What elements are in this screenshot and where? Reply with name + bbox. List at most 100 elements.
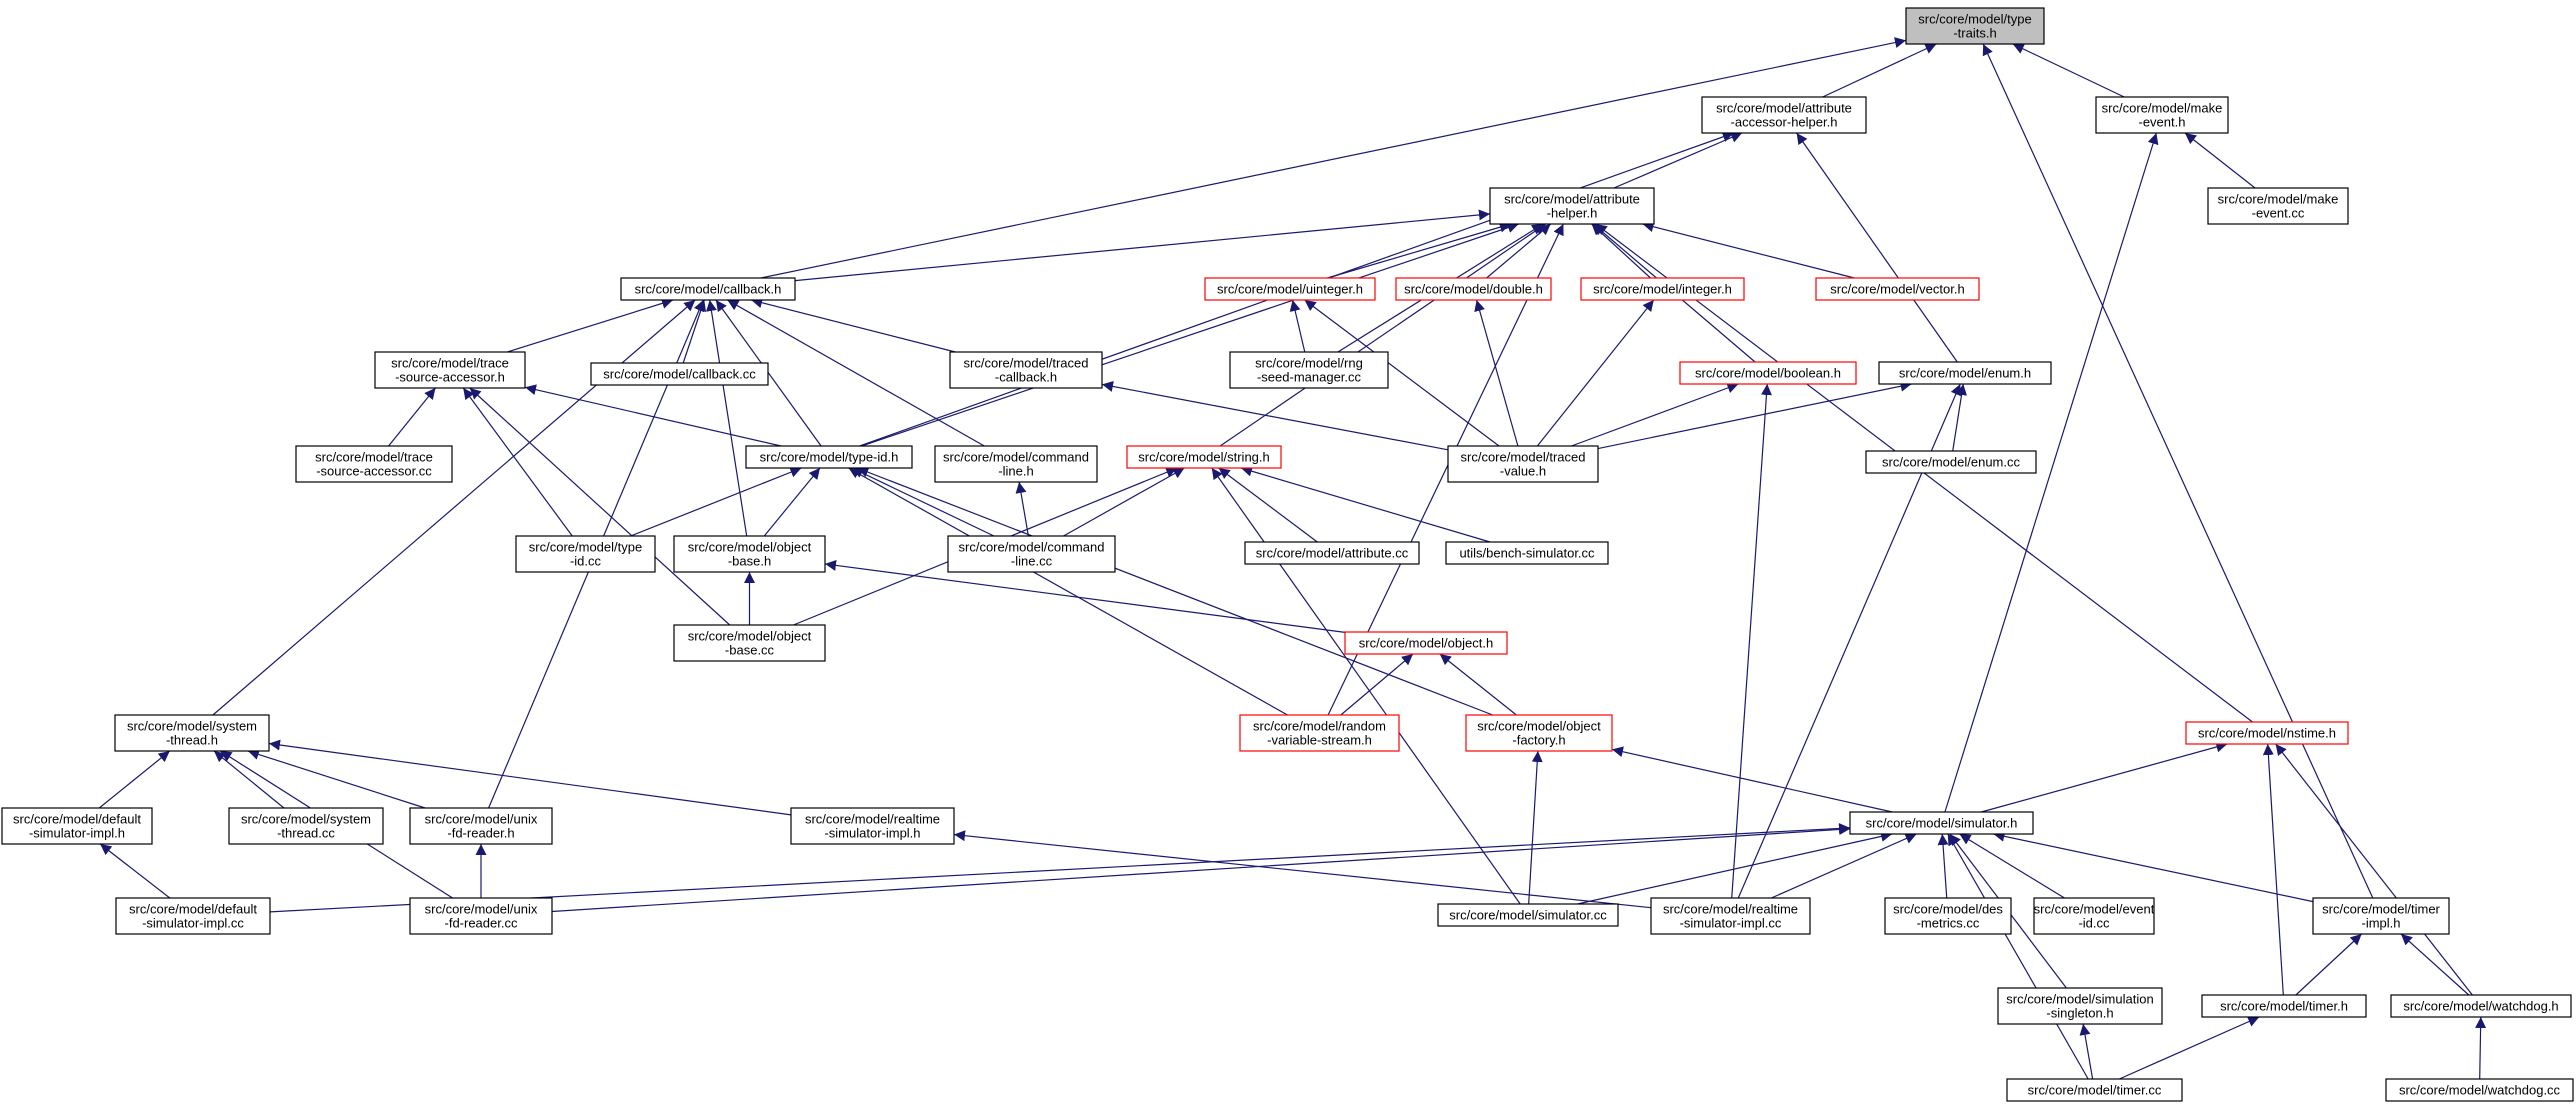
edge-timer_cc-to-simulator_h: [1947, 833, 2089, 1080]
node-box: [1, 807, 153, 845]
edge-default_sim_impl_h-to-system_thread_h: [98, 750, 171, 809]
node-label-line: src/core/model/make: [2102, 101, 2223, 116]
node-label-line: src/core/model/des: [1893, 902, 2003, 917]
node-des-metrics-cc[interactable]: src/core/model/des-metrics.cc: [1884, 897, 2012, 935]
node-boolean-h[interactable]: src/core/model/boolean.h: [1679, 361, 1857, 385]
node-event-id-cc[interactable]: src/core/model/event-id.cc: [2033, 897, 2155, 935]
node-object-base-h[interactable]: src/core/model/object-base.h: [673, 535, 826, 573]
node-command-line-cc[interactable]: src/core/model/command-line.cc: [947, 535, 1116, 573]
node-timer-impl-h[interactable]: src/core/model/timer-impl.h: [2312, 897, 2450, 935]
node-label-line: src/core/model/enum.cc: [1882, 455, 2020, 470]
node-timer-cc[interactable]: src/core/model/timer.cc: [2006, 1078, 2183, 1102]
node-simulator-h[interactable]: src/core/model/simulator.h: [1849, 811, 2034, 835]
edge-make_event_h-to-type_traits: [2012, 43, 2125, 98]
node-box: [1437, 903, 1619, 927]
node-label-line: src/core/model/default: [13, 812, 141, 827]
node-box: [2207, 187, 2349, 225]
node-attribute-cc[interactable]: src/core/model/attribute.cc: [1244, 541, 1420, 565]
node-make-event-h[interactable]: src/core/model/make-event.h: [2095, 96, 2229, 134]
node-type-traits[interactable]: src/core/model/type-traits.h: [1905, 7, 2045, 45]
node-type-id-h[interactable]: src/core/model/type-id.h: [745, 445, 913, 469]
node-watchdog-cc[interactable]: src/core/model/watchdog.cc: [2385, 1078, 2574, 1102]
node-box: [1126, 445, 1282, 469]
node-label-line: -simulator-impl.cc: [142, 916, 244, 931]
node-vector-h[interactable]: src/core/model/vector.h: [1815, 277, 1980, 301]
node-label-line: -line.h: [998, 464, 1033, 479]
node-default-sim-impl-cc[interactable]: src/core/model/default-simulator-impl.cc: [115, 897, 271, 935]
node-bench-simulator-cc[interactable]: utils/bench-simulator.cc: [1445, 541, 1609, 565]
node-callback-cc[interactable]: src/core/model/callback.cc: [590, 362, 769, 386]
node-system-thread-h[interactable]: src/core/model/system-thread.h: [114, 714, 270, 752]
node-label-line: src/core/model/unix: [425, 812, 538, 827]
node-realtime-sim-impl-h[interactable]: src/core/model/realtime-simulator-impl.h: [790, 807, 955, 845]
node-label-line: src/core/model/simulation: [2006, 992, 2153, 1007]
edge-trace_source_accessor_cc-to-trace_source_accessor_h: [388, 387, 436, 447]
node-box: [1465, 714, 1613, 752]
node-callback-h[interactable]: src/core/model/callback.h: [620, 277, 796, 301]
edge-realtime_sim_impl_h-to-system_thread_h: [268, 739, 792, 816]
node-random-variable-stream-h[interactable]: src/core/model/random-variable-stream.h: [1239, 714, 1400, 752]
node-object-factory-h[interactable]: src/core/model/object-factory.h: [1465, 714, 1613, 752]
node-traced-value-h[interactable]: src/core/model/traced-value.h: [1447, 445, 1599, 483]
node-unix-fd-reader-h[interactable]: src/core/model/unix-fd-reader.h: [409, 807, 553, 845]
node-label-line: -source-accessor.h: [395, 370, 505, 385]
node-simulation-singleton-h[interactable]: src/core/model/simulation-singleton.h: [1997, 987, 2163, 1025]
node-label-line: -simulator-impl.h: [824, 826, 920, 841]
node-trace-source-accessor-h[interactable]: src/core/model/trace-source-accessor.h: [374, 351, 526, 389]
edge-integer_h-to-attribute_helper: [1591, 223, 1651, 279]
node-label-line: src/core/model/trace: [391, 356, 509, 371]
node-object-base-cc[interactable]: src/core/model/object-base.cc: [673, 624, 826, 662]
edge-traced_value_h-to-boolean_h: [1571, 382, 1739, 447]
edge-callback_cc-to-callback_h: [682, 299, 707, 364]
node-unix-fd-reader-cc[interactable]: src/core/model/unix-fd-reader.cc: [409, 897, 553, 935]
node-default-sim-impl-h[interactable]: src/core/model/default-simulator-impl.h: [1, 807, 153, 845]
node-type-id-cc[interactable]: src/core/model/type-id.cc: [515, 535, 656, 573]
node-trace-source-accessor-cc[interactable]: src/core/model/trace-source-accessor.cc: [295, 445, 453, 483]
node-label-line: -helper.h: [1547, 206, 1598, 221]
node-traced-callback-h[interactable]: src/core/model/traced-callback.h: [949, 351, 1103, 389]
node-nstime-h[interactable]: src/core/model/nstime.h: [2185, 721, 2349, 745]
node-command-line-h[interactable]: src/core/model/command-line.h: [934, 445, 1098, 483]
node-label-line: src/core/model/realtime: [805, 812, 940, 827]
node-system-thread-cc[interactable]: src/core/model/system-thread.cc: [228, 807, 384, 845]
node-box: [295, 445, 453, 483]
node-object-h[interactable]: src/core/model/object.h: [1344, 631, 1508, 655]
edge-string_h-to-attribute_helper: [1219, 223, 1546, 447]
node-label-line: -metrics.cc: [1917, 916, 1980, 931]
node-attribute-helper[interactable]: src/core/model/attribute-helper.h: [1489, 187, 1655, 225]
node-label-line: -fd-reader.cc: [445, 916, 518, 931]
node-double-h[interactable]: src/core/model/double.h: [1395, 277, 1552, 301]
node-make-event-cc[interactable]: src/core/model/make-event.cc: [2207, 187, 2349, 225]
node-simulator-cc[interactable]: src/core/model/simulator.cc: [1437, 903, 1619, 927]
edge-object_base_h-to-callback_h: [705, 299, 748, 537]
node-label-line: src/core/model/attribute: [1504, 192, 1640, 207]
node-box: [673, 535, 826, 573]
edge-timer_cc-to-simulation_singleton_h: [2079, 1023, 2094, 1080]
node-label-line: src/core/model/object: [1477, 719, 1601, 734]
node-attr-accessor-helper[interactable]: src/core/model/attribute-accessor-helper…: [1701, 96, 1867, 134]
node-box: [114, 714, 270, 752]
node-timer-h[interactable]: src/core/model/timer.h: [2201, 994, 2367, 1018]
node-box: [1244, 541, 1420, 565]
node-realtime-sim-impl-cc[interactable]: src/core/model/realtime-simulator-impl.c…: [1650, 897, 1811, 935]
edge-timer_h-to-nstime_h: [2262, 743, 2284, 996]
node-enum-cc[interactable]: src/core/model/enum.cc: [1865, 450, 2037, 474]
node-uinteger-h[interactable]: src/core/model/uinteger.h: [1204, 277, 1376, 301]
edge-callback_h-to-attribute_helper: [794, 209, 1491, 282]
node-box: [1679, 361, 1857, 385]
node-label-line: src/core/model/make: [2218, 192, 2339, 207]
node-integer-h[interactable]: src/core/model/integer.h: [1580, 277, 1745, 301]
node-label-line: src/core/model/system: [127, 719, 257, 734]
node-box: [2385, 1078, 2574, 1102]
node-box: [790, 807, 955, 845]
node-rng-seed-manager-cc[interactable]: src/core/model/rng-seed-manager.cc: [1229, 351, 1389, 389]
node-label-line: -event.h: [2139, 115, 2186, 130]
node-enum-h[interactable]: src/core/model/enum.h: [1878, 361, 2052, 385]
node-box: [1905, 7, 2045, 45]
edge-uinteger_h-to-attribute_helper: [1327, 221, 1512, 279]
node-label-line: src/core/model/string.h: [1138, 450, 1270, 465]
edge-traced_value_h-to-enum_h: [1597, 380, 1912, 450]
node-string-h[interactable]: src/core/model/string.h: [1126, 445, 1282, 469]
node-box: [1344, 631, 1508, 655]
node-watchdog-h[interactable]: src/core/model/watchdog.h: [2390, 994, 2572, 1018]
